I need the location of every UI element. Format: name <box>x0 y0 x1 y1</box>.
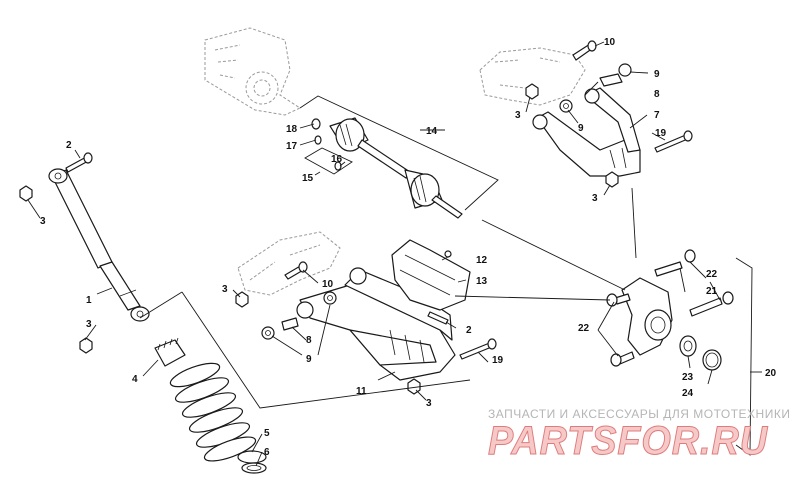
callout-15: 15 <box>302 173 314 184</box>
lower-a-arm <box>296 267 456 381</box>
callout-22-left: 22 <box>578 323 590 334</box>
lower-arm-bolt-top <box>284 261 308 280</box>
nut-shock-lower <box>79 337 93 354</box>
callout-4: 4 <box>132 374 138 385</box>
upper-arm-bushing-outer <box>618 63 632 77</box>
snap-ring <box>702 349 722 371</box>
lower-arm-bolt-rear <box>459 338 497 360</box>
callout-3-lower-arm: 3 <box>222 284 228 295</box>
guard-rivet <box>444 250 452 258</box>
nut-upper-arm-rear <box>605 171 619 188</box>
frame-engine-housing <box>204 27 302 116</box>
knuckle-bolt-lower <box>610 351 635 367</box>
callout-14: 14 <box>426 126 438 137</box>
callout-13: 13 <box>476 276 488 287</box>
lower-arm-bushing-front <box>261 326 275 340</box>
callout-10: 10 <box>604 37 616 48</box>
hub-bearing <box>679 335 697 357</box>
shock-upper-bolt <box>65 152 93 173</box>
callout-10-lower: 10 <box>322 279 334 290</box>
knuckle-sleeve-lower <box>689 291 734 317</box>
lower-arm-bushing-top <box>323 291 337 305</box>
callout-3-shock-lower: 3 <box>86 319 92 330</box>
group-lines <box>139 95 762 456</box>
watermark-tagline: ЗАПЧАСТИ И АКСЕССУАРЫ ДЛЯ МОТОТЕХНИКИ <box>488 407 790 421</box>
upper-arm-bolt-top <box>572 40 597 61</box>
callout-11: 11 <box>356 386 367 397</box>
drive-axle <box>329 117 463 219</box>
lower-arm-bolt <box>427 311 449 325</box>
lower-arm-sleeve <box>281 317 299 331</box>
callout-7: 7 <box>654 110 660 121</box>
callout-8-lower: 8 <box>306 335 312 346</box>
callout-22: 22 <box>706 269 718 280</box>
callout-16: 16 <box>331 154 343 165</box>
shock-absorber <box>48 168 150 322</box>
upper-arm-bolt-rear <box>654 130 693 153</box>
callout-3-upper-rear: 3 <box>592 193 598 204</box>
callout-1: 1 <box>86 295 92 306</box>
upper-arm-bushing-inner <box>559 99 573 113</box>
leader-lines <box>27 41 721 467</box>
knuckle-bolt-upper <box>606 293 631 307</box>
callout-19: 19 <box>655 128 667 139</box>
coil-spring <box>169 362 257 462</box>
callout-24: 24 <box>682 388 694 399</box>
callout-20: 20 <box>765 368 777 379</box>
nut-shock-upper <box>19 185 33 202</box>
upper-arm-sleeve <box>599 73 623 87</box>
callout-9-upper-inner: 9 <box>578 123 584 134</box>
callout-19-lower: 19 <box>492 355 504 366</box>
callout-5: 5 <box>264 428 270 439</box>
callout-9-lower: 9 <box>306 354 312 365</box>
nut-lower-arm-rear <box>407 378 421 395</box>
callout-2: 2 <box>66 140 72 151</box>
hub-knuckle <box>621 277 673 356</box>
callout-3-upper: 3 <box>515 110 521 121</box>
upper-a-arm <box>532 87 641 177</box>
axle-circlip <box>334 161 342 171</box>
watermark-logo: PARTSFOR.RU <box>488 419 768 463</box>
callout-17: 17 <box>286 141 298 152</box>
callout-21: 21 <box>706 286 718 297</box>
frame-bracket-top-right <box>479 47 586 106</box>
spring-adjuster-collar <box>154 337 186 367</box>
axle-seal <box>311 118 321 130</box>
retainer-ring <box>241 462 267 474</box>
callout-8: 8 <box>654 89 660 100</box>
callout-18: 18 <box>286 124 298 135</box>
callout-3-lower-rear: 3 <box>426 398 432 409</box>
knuckle-sleeve-upper <box>654 249 696 277</box>
callout-labels: 1 2 2 3 3 3 3 3 3 4 5 6 7 8 8 9 9 9 10 1… <box>40 37 777 458</box>
callout-6: 6 <box>264 447 270 458</box>
nut-upper-arm <box>525 83 539 100</box>
lower-arm-guard <box>391 239 471 311</box>
callout-23: 23 <box>682 372 694 383</box>
frame-bracket-middle <box>237 231 341 296</box>
callout-12: 12 <box>476 255 488 266</box>
callout-2-lower: 2 <box>466 325 472 336</box>
callout-3: 3 <box>40 216 46 227</box>
callout-9: 9 <box>654 69 660 80</box>
watermark: ЗАПЧАСТИ И АКСЕССУАРЫ ДЛЯ МОТОТЕХНИКИ PA… <box>488 407 790 464</box>
